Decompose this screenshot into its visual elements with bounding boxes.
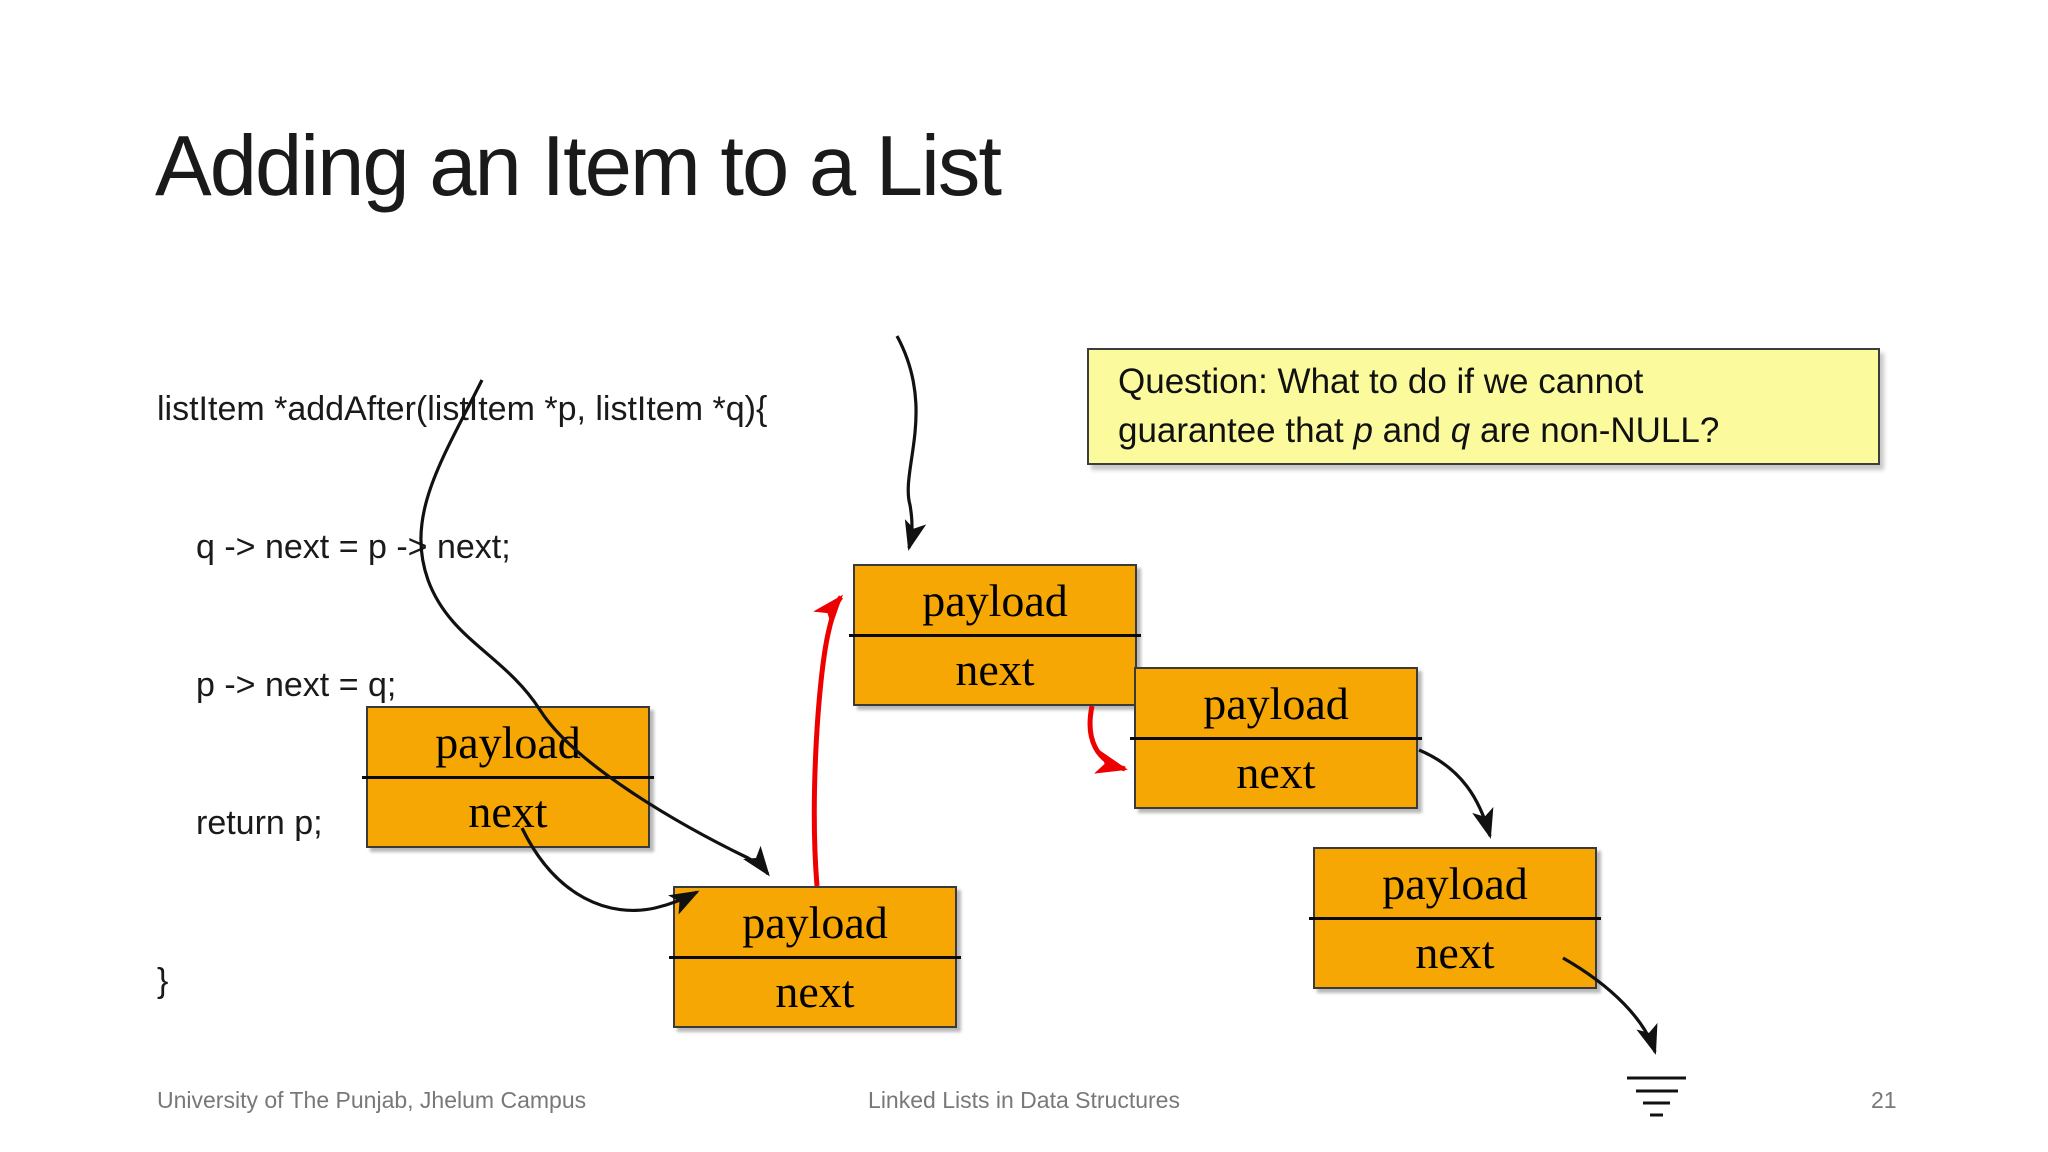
var-q: q bbox=[1450, 411, 1471, 450]
list-node-2: payload next bbox=[669, 886, 961, 1028]
code-block: listItem *addAfter(listItem *p, listItem… bbox=[157, 294, 767, 1096]
question-line-1: Question: What to do if we cannot bbox=[1118, 362, 1644, 401]
list-node-1: payload next bbox=[362, 706, 654, 848]
node-divider bbox=[849, 634, 1141, 637]
var-p: p bbox=[1353, 411, 1373, 450]
next-cell: next bbox=[775, 966, 855, 1017]
page-number: 21 bbox=[1871, 1087, 1897, 1113]
arrow-q-to-node3 bbox=[895, 335, 927, 551]
code-line: } bbox=[157, 962, 169, 1000]
arrow-node4-to-node5 bbox=[1418, 748, 1494, 839]
null-ground-icon bbox=[1627, 1076, 1686, 1117]
code-line: p -> next = q; bbox=[196, 666, 397, 704]
payload-cell: payload bbox=[922, 575, 1068, 626]
red-arrow-node2-to-node3 bbox=[811, 594, 843, 887]
footer-institution: University of The Punjab, Jhelum Campus bbox=[157, 1087, 587, 1113]
node-divider bbox=[1130, 737, 1422, 740]
next-cell: next bbox=[1415, 927, 1495, 978]
node-divider bbox=[1309, 917, 1601, 920]
list-node-5: payload next bbox=[1309, 847, 1601, 989]
arrow-pnext-to-node2 bbox=[419, 379, 770, 877]
slide-title: Adding an Item to a List bbox=[155, 119, 1002, 214]
list-node-4: payload next bbox=[1130, 667, 1422, 809]
next-cell: next bbox=[1236, 747, 1316, 798]
code-line: q -> next = p -> next; bbox=[196, 528, 511, 566]
node-divider bbox=[669, 956, 961, 959]
node-divider bbox=[362, 776, 654, 779]
next-cell: next bbox=[955, 644, 1035, 695]
arrow-node1-to-node2 bbox=[520, 827, 700, 915]
arrow-node5-to-null bbox=[1562, 956, 1658, 1055]
payload-cell: payload bbox=[1382, 858, 1528, 909]
question-line-2: guarantee that p and q are non-NULL? bbox=[1118, 411, 1720, 450]
payload-cell: payload bbox=[1203, 678, 1349, 729]
red-arrow-node3-to-node4 bbox=[1087, 705, 1128, 774]
payload-cell: payload bbox=[742, 897, 888, 948]
list-node-3: payload next bbox=[849, 564, 1141, 706]
next-cell: next bbox=[468, 786, 548, 837]
code-line: listItem *addAfter(listItem *p, listItem… bbox=[157, 390, 768, 428]
question-callout: Question: What to do if we cannot guaran… bbox=[1087, 348, 1880, 465]
code-line: return p; bbox=[196, 804, 323, 842]
footer-course: Linked Lists in Data Structures bbox=[868, 1087, 1180, 1113]
payload-cell: payload bbox=[435, 717, 581, 768]
